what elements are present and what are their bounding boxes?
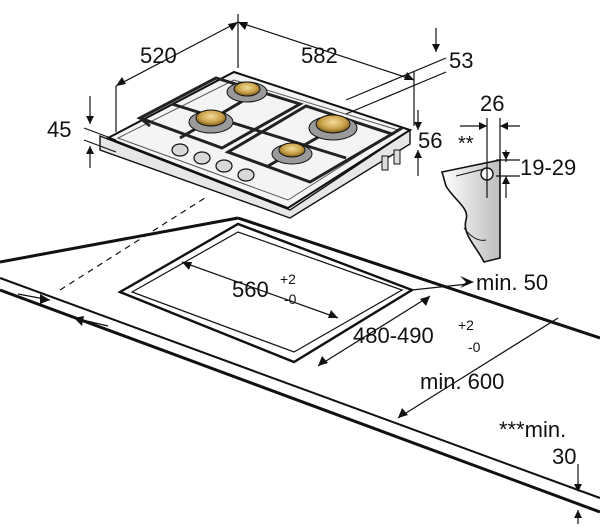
dim-min-600: min. 600 [420, 369, 504, 394]
burner-front-right [271, 142, 313, 165]
dim-min-50: min. 50 [476, 270, 548, 295]
worktop-dimension-lines [17, 261, 582, 524]
control-knobs [171, 143, 255, 182]
dim-cutout-depth: 480-490 [353, 323, 434, 348]
dim-hob-offset: 56 [418, 128, 442, 153]
dim-cutout-width: 560 [232, 277, 269, 302]
dim-cutout-width-tol-plus: +2 [280, 271, 296, 287]
cutout-width-label: 560 +2 -0 [232, 271, 297, 307]
dimension-arrows [86, 22, 440, 158]
bracket-note: ** [458, 133, 474, 155]
hob-foot [393, 149, 401, 165]
hob [99, 70, 413, 219]
dim-hob-height-right: 53 [449, 48, 473, 73]
dim-cutout-depth-tol-plus: +2 [458, 317, 474, 333]
dimension-lines [83, 14, 447, 176]
dim-min-30-value: 30 [552, 444, 576, 469]
burner-front-left [188, 109, 234, 134]
dim-min-30-label: ***min. [499, 417, 566, 442]
alignment-dashed-line [59, 195, 209, 291]
dim-bracket-width: 26 [480, 91, 504, 116]
burner-back-left [226, 81, 268, 103]
dim-cutout-depth-tol-minus: -0 [468, 339, 481, 355]
dim-cutout-width-tol-minus: -0 [284, 291, 297, 307]
bracket-detail [440, 118, 520, 263]
cutout-depth-label: 480-490 +2 -0 [353, 317, 481, 355]
burner-back-right-wok [308, 114, 358, 141]
dim-hob-width: 582 [301, 43, 338, 68]
dim-hob-depth: 520 [140, 43, 177, 68]
hob-foot [381, 155, 389, 171]
dim-hob-height-left: 45 [47, 117, 71, 142]
dim-bracket-range: 19-29 [520, 155, 576, 180]
